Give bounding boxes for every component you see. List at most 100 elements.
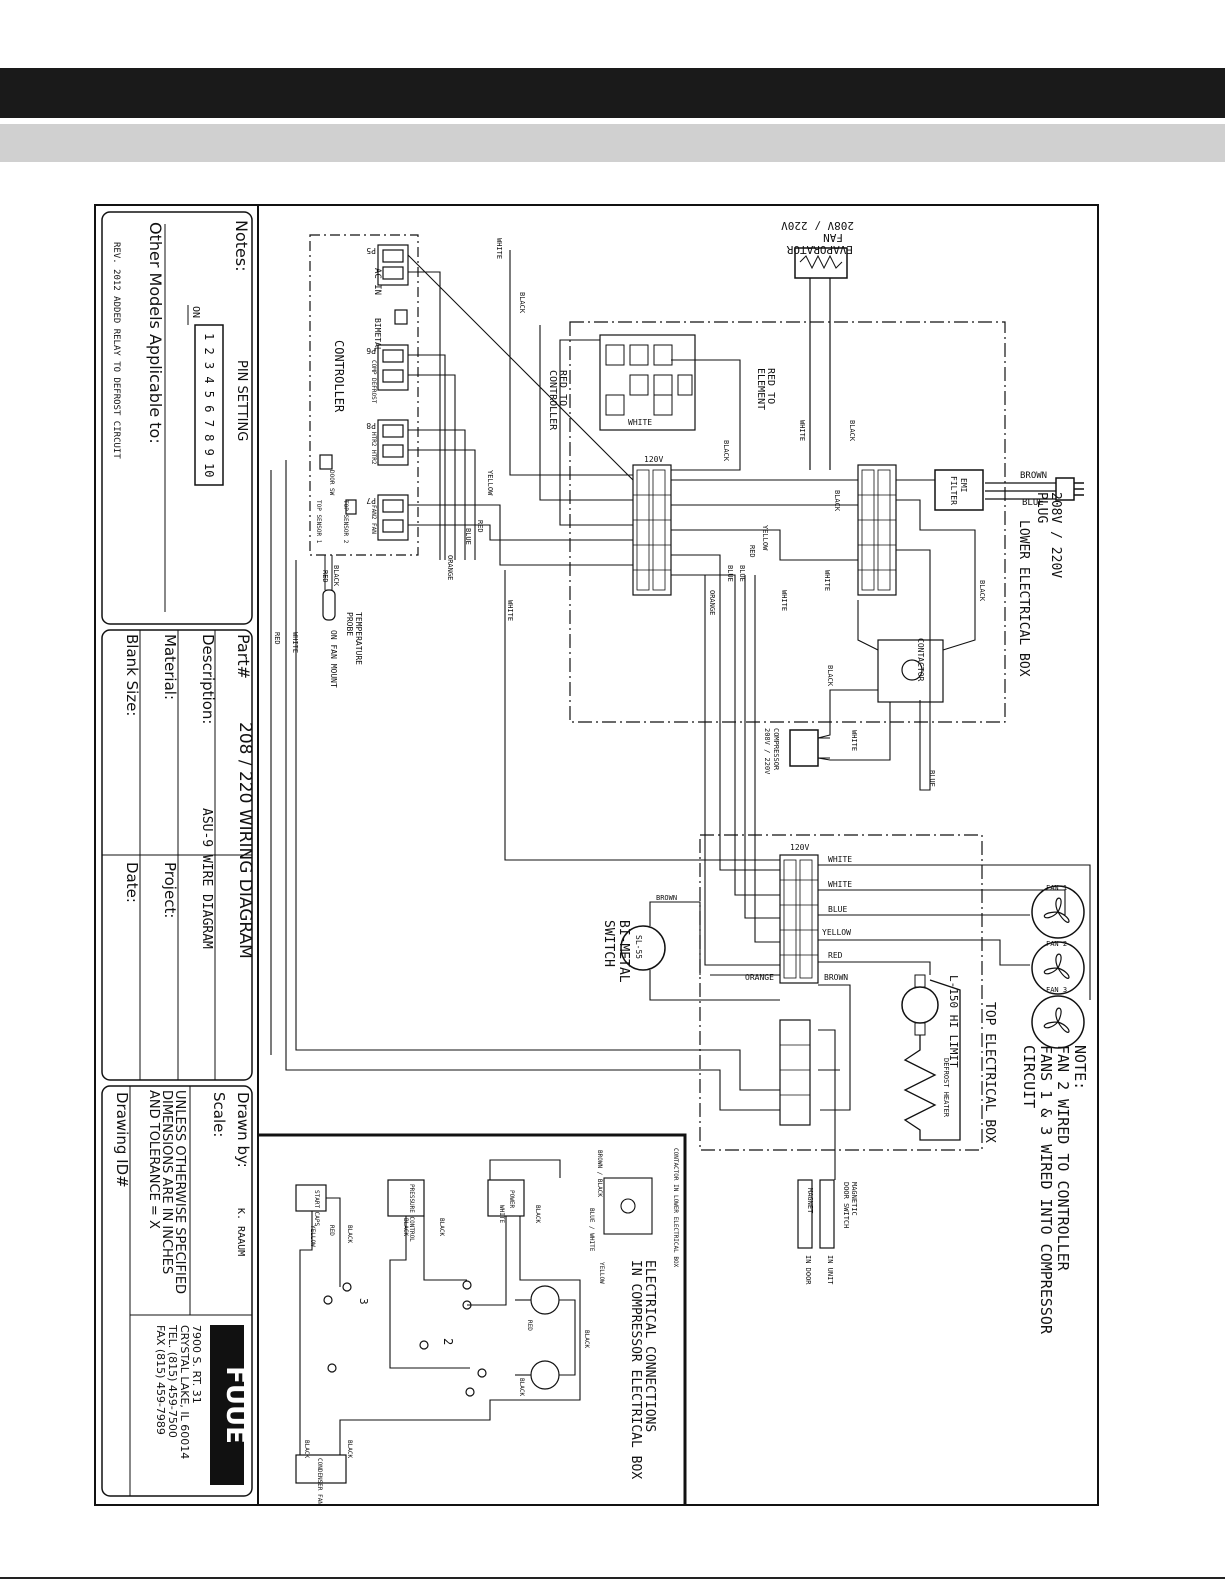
svg-text:START CAPS: START CAPS (313, 1190, 320, 1227)
plug-symbol (1055, 477, 1084, 501)
svg-text:FAN 1: FAN 1 (1046, 884, 1067, 892)
material-label: Material: (161, 634, 179, 700)
svg-text:COMPRESSOR: COMPRESSOR (772, 728, 780, 771)
evaporator-fan (794, 247, 848, 279)
drawn-by-value: K. RAAUM (235, 1208, 246, 1256)
svg-text:YELLOW: YELLOW (598, 1262, 605, 1284)
svg-text:BLACK: BLACK (332, 565, 340, 587)
wire-bundle (270, 250, 976, 1111)
pin-setting-label: PIN SETTING (234, 360, 249, 441)
part-label: Part# (234, 634, 253, 679)
notes-title: Notes: (232, 220, 251, 272)
on-label: ON (190, 306, 201, 318)
svg-text:WHITE: WHITE (828, 880, 852, 889)
svg-text:BLACK: BLACK (848, 420, 856, 442)
drawing-frame (94, 204, 1099, 1506)
svg-text:DEFROST HEATER: DEFROST HEATER (942, 1058, 950, 1118)
footer-rule (0, 1577, 1225, 1579)
svg-text:L-150 HI LIMIT: L-150 HI LIMIT (947, 975, 960, 1068)
svg-text:BROWN / BLACK: BROWN / BLACK (596, 1150, 603, 1197)
svg-text:MAGNET: MAGNET (806, 1188, 814, 1214)
drawing-id-label: Drawing ID# (113, 1092, 131, 1188)
defrost-heater (903, 979, 961, 1141)
svg-text:PROBE: PROBE (345, 612, 354, 636)
svg-text:BLACK: BLACK (833, 490, 841, 512)
wire-label-brown: BROWN (1020, 471, 1047, 481)
note-line-3: CIRCUIT (1020, 1045, 1038, 1108)
svg-text:CONTACTOR IN LOWER ELECTRICAL: CONTACTOR IN LOWER ELECTRICAL BOX (672, 1148, 679, 1268)
svg-text:BLACK: BLACK (346, 1440, 353, 1458)
start-caps (295, 1184, 327, 1212)
plug-label: PLUG (1034, 492, 1049, 523)
pressure-control (387, 1179, 425, 1217)
svg-text:RED: RED (828, 951, 843, 960)
svg-text:TOP SENSOR 2: TOP SENSOR 2 (342, 500, 349, 544)
power-block (487, 1179, 525, 1217)
note-line-2: FANS 1 & 3 WIRED INTO COMPRESSOR (1037, 1045, 1055, 1335)
notes-panel (101, 211, 253, 625)
svg-text:BLUE / WHITE: BLUE / WHITE (588, 1208, 595, 1252)
svg-text:BLUE: BLUE (726, 565, 734, 582)
wire-label-blue: BLUE (1022, 498, 1044, 508)
svg-text:POWER: POWER (508, 1190, 515, 1208)
header-bar (0, 68, 1225, 118)
svg-text:FILTER: FILTER (949, 476, 958, 505)
fan-1 (1031, 885, 1085, 939)
hi-limit (901, 974, 939, 1036)
svg-text:BLACK: BLACK (402, 1218, 409, 1236)
condenser-fan (295, 1454, 347, 1484)
lower-electrical-box (569, 321, 1006, 723)
compressor (789, 729, 830, 767)
svg-text:BLUE: BLUE (464, 528, 472, 545)
evap-voltage: 208V / 220V (781, 219, 854, 232)
door-magnet (797, 1179, 813, 1249)
svg-text:ORANGE: ORANGE (708, 590, 716, 615)
svg-text:DOOR SWITCH: DOOR SWITCH (842, 1182, 850, 1228)
svg-text:YELLOW: YELLOW (761, 525, 769, 551)
note-title: NOTE: (1071, 1045, 1089, 1090)
svg-text:BIMETAL: BIMETAL (373, 318, 382, 352)
company-fax: FAX (815) 459-7989 (154, 1325, 167, 1435)
note-line-1: FAN 2 WIRED TO CONTROLLER (1054, 1045, 1072, 1272)
svg-text:WHITE: WHITE (823, 570, 831, 591)
svg-text:BLACK: BLACK (518, 1378, 525, 1396)
tolerance-line-2: DIMENSIONS ARE IN INCHES (159, 1090, 174, 1274)
svg-text:WHITE: WHITE (850, 730, 858, 751)
svg-text:BROWN: BROWN (824, 973, 848, 982)
svg-text:TEMPERATURE: TEMPERATURE (354, 612, 363, 665)
terminal-strip-lower-2 (632, 464, 672, 596)
svg-text:AC IN: AC IN (372, 268, 382, 295)
svg-text:DOOR SW: DOOR SW (328, 470, 335, 496)
terminal-strip-top-2 (779, 1019, 811, 1126)
svg-text:BLACK: BLACK (303, 1440, 310, 1458)
drawn-by-label: Drawn by: (234, 1092, 252, 1168)
svg-text:208V / 220V: 208V / 220V (763, 728, 771, 775)
svg-text:BLUE: BLUE (738, 565, 746, 582)
temperature-probe (322, 555, 336, 621)
svg-text:RED: RED (321, 570, 329, 583)
svg-text:ORANGE: ORANGE (446, 555, 454, 580)
svg-text:BLACK: BLACK (978, 580, 986, 602)
description-value: ASU-9 WIRE DIAGRAM (199, 808, 214, 949)
svg-text:BLACK: BLACK (518, 292, 526, 314)
project-label: Project: (161, 862, 179, 918)
svg-text:BROWN: BROWN (656, 894, 677, 902)
pin-numbers: 1 2 3 4 5 6 7 8 9 10 (202, 333, 216, 478)
part-value: 208 / 220 WIRING DIAGRAM (235, 722, 255, 959)
red-to-controller-2: CONTROLLER (547, 370, 558, 431)
svg-text:P5: P5 (366, 246, 376, 255)
svg-text:WHITE: WHITE (628, 418, 652, 427)
svg-text:RED: RED (476, 520, 484, 533)
red-to-element-1: RED TO (765, 368, 776, 404)
svg-text:BLUE: BLUE (928, 770, 936, 787)
company-address-1: 7900 S. RT. 31 (190, 1325, 203, 1404)
svg-text:FAN 3: FAN 3 (1046, 986, 1067, 994)
svg-text:P6: P6 (366, 346, 376, 355)
logo-text: FUUE (220, 1366, 250, 1444)
svg-text:RED: RED (526, 1320, 533, 1331)
svg-text:2: 2 (441, 1338, 455, 1345)
controller-box (309, 234, 419, 556)
svg-text:PRESSURE CONTROL: PRESSURE CONTROL (408, 1184, 415, 1242)
svg-text:FAN 2: FAN 2 (1046, 940, 1067, 948)
